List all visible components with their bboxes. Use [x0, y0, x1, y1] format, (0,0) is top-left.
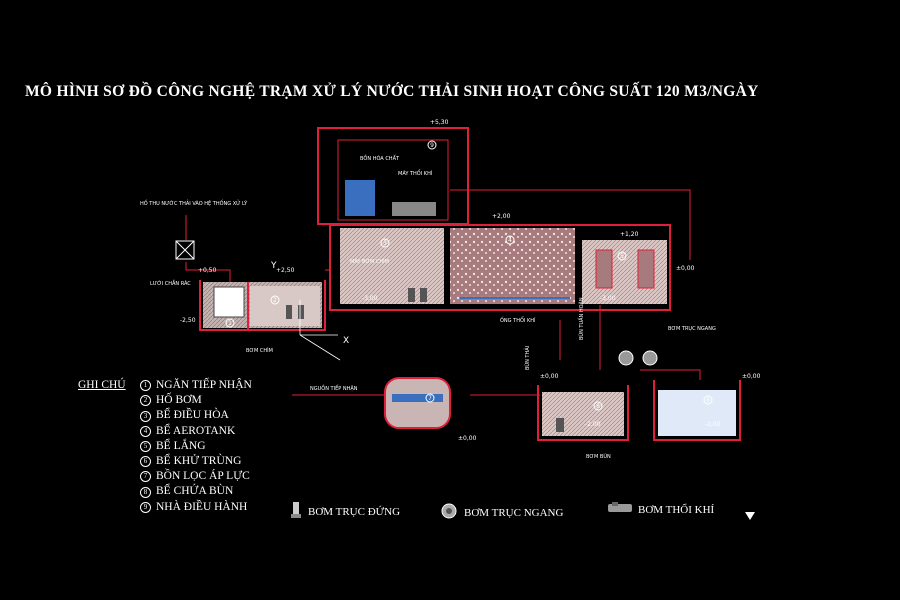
tank-number-7: 7: [425, 393, 435, 403]
axis-y-label: Y: [270, 261, 277, 271]
tank-number-9-text: 9: [430, 142, 434, 149]
tank-number-2: 2: [270, 295, 280, 305]
disinfection-tank: ±0,00 -2,00: [653, 373, 761, 441]
horiz-pump-note: BƠM TRỤC NGANG: [668, 326, 716, 332]
legend-num: 1: [140, 380, 151, 392]
horizontal-pumps: BƠM TRỤC NGANG: [618, 326, 716, 366]
chem-tank-label: BỒN HÓA CHẤT: [360, 153, 400, 162]
legend-item: 2 HỐ BƠM: [140, 393, 252, 408]
sludge-tank: ±0,00 -2,00 BƠM BÙN: [537, 373, 629, 460]
level-settle-bottom: -3,00: [600, 295, 616, 302]
waste-sludge-label: BÙN THẢI: [523, 346, 531, 370]
tank-number-3: 3: [380, 238, 390, 248]
legend-label: BỂ ĐIỀU HÒA: [156, 409, 229, 422]
tank-number-3-text: 3: [383, 240, 387, 247]
legend-item: 8 BỂ CHỨA BÙN: [140, 484, 252, 499]
level-sludge-ground: ±0,00: [540, 373, 559, 380]
legend-num: 9: [140, 501, 151, 513]
tank-number-8-text: 8: [596, 403, 600, 410]
legend-item: 6 BỂ KHỬ TRÙNG: [140, 454, 252, 469]
tank-number-1: 1: [225, 318, 235, 328]
inlet-label: HỐ THU NƯỚC THẢI VÀO HỆ THỐNG XỬ LÝ: [140, 199, 248, 207]
diagram-title: MÔ HÌNH SƠ ĐỒ CÔNG NGHỆ TRẠM XỬ LÝ NƯỚC …: [25, 83, 759, 100]
tank-number-1-text: 1: [228, 320, 232, 327]
legend-label: HỐ BƠM: [156, 394, 202, 407]
pressure-filter: NGUỒN TIẾP NHẬN ±0,00: [310, 377, 477, 442]
legend-item: 3 BỂ ĐIỀU HÒA: [140, 408, 252, 423]
outlet-label: NGUỒN TIẾP NHẬN: [310, 383, 358, 392]
legend-num: 7: [140, 471, 151, 483]
legend-item: 1 NGĂN TIẾP NHẬN: [140, 378, 252, 393]
legend-header: GHI CHÚ: [78, 379, 126, 391]
axis-markers: [299, 300, 341, 361]
tank-number-2-text: 2: [273, 297, 277, 304]
tank-number-9: 9: [427, 140, 437, 150]
tank-number-5-text: 5: [620, 253, 624, 260]
tank-number-6: 6: [703, 395, 713, 405]
legend-label: BỒN LỌC ÁP LỰC: [156, 470, 250, 483]
blower-label: BƠM THỔI KHÍ: [638, 503, 715, 516]
symbol-horizontal-pump: BƠM TRỤC NGANG: [440, 502, 563, 523]
legend-num: 5: [140, 440, 151, 452]
level-sludge-bottom: -2,00: [585, 421, 601, 428]
axis-x-label: X: [343, 336, 349, 346]
level-roof: +5,30: [430, 119, 449, 126]
legend-label: BỂ AEROTANK: [156, 424, 236, 437]
vertical-pump-label: BƠM TRỤC ĐỨNG: [308, 505, 401, 518]
level-eq-bottom: -3,00: [362, 295, 378, 302]
legend-item: 9 NHÀ ĐIỀU HÀNH: [140, 500, 252, 515]
level-tank-top: +2,00: [492, 213, 511, 220]
screen-label: LƯỚI CHẮN RÁC: [150, 279, 191, 287]
legend-num: 4: [140, 425, 151, 437]
tank-number-5: 5: [617, 251, 627, 261]
legend-label: NHÀ ĐIỀU HÀNH: [156, 500, 248, 513]
legend-item: 7 BỒN LỌC ÁP LỰC: [140, 469, 252, 484]
legend-num: 6: [140, 456, 151, 468]
main-treatment-block: MÁY BƠM CHÌM +2,00 +1,20 -3,00 -3,00 ±0,…: [329, 213, 695, 324]
legend-item: 5 BỂ LẮNG: [140, 439, 252, 454]
tank-numbers: 1 2 3 4 5 6 7 8 9: [225, 140, 713, 411]
piping: [292, 189, 701, 396]
pump-note: MÁY BƠM CHÌM: [350, 258, 389, 265]
vertical-pump-icon: [290, 502, 302, 521]
level-inlet-top: +0,50: [198, 267, 217, 274]
legend-label: BỂ LẮNG: [156, 439, 206, 452]
symbol-blower: BƠM THỔI KHÍ: [608, 502, 714, 517]
tank-number-4: 4: [505, 235, 515, 245]
aeration-pipe-label: ỐNG THỔI KHÍ: [500, 316, 536, 324]
level-settle-top: +1,20: [620, 231, 639, 238]
return-sludge-label: BÙN TUẦN HOÀN: [577, 297, 585, 340]
level-main-ground: ±0,00: [676, 265, 695, 272]
level-filter-ground: ±0,00: [458, 435, 477, 442]
legend-item: 4 BỂ AEROTANK: [140, 424, 252, 439]
inlet-pit: HỐ THU NƯỚC THẢI VÀO HỆ THỐNG XỬ LÝ LƯỚI…: [140, 199, 248, 287]
level-pump-top: +2,50: [276, 267, 295, 274]
symbol-vertical-pump: BƠM TRỤC ĐỨNG: [290, 502, 400, 521]
legend-num: 2: [140, 395, 151, 407]
sludge-pump-label: BƠM BÙN: [586, 453, 611, 460]
tank-number-7-text: 7: [428, 395, 432, 402]
legend-label: NGĂN TIẾP NHẬN: [156, 379, 252, 391]
legend-label: BỂ KHỬ TRÙNG: [156, 455, 242, 468]
control-house: BỒN HÓA CHẤT MÁY THỔI KHÍ +5,30: [317, 119, 469, 225]
legend-num: 3: [140, 410, 151, 422]
horizontal-pump-icon: [440, 502, 458, 523]
tank-number-8: 8: [593, 401, 603, 411]
level-disinf-bottom: -2,00: [705, 421, 721, 428]
legend-num: 8: [140, 486, 151, 498]
tank-number-6-text: 6: [706, 397, 710, 404]
submersible-label: BƠM CHÌM: [246, 347, 273, 354]
blower-icon: [608, 502, 632, 517]
blower-room-label: MÁY THỔI KHÍ: [398, 169, 433, 177]
level-disinf-ground: ±0,00: [742, 373, 761, 380]
level-inlet-bottom: -2,50: [180, 317, 196, 324]
horizontal-pump-label: BƠM TRỤC NGANG: [464, 506, 564, 519]
tank-number-4-text: 4: [508, 237, 512, 244]
legend-label: BỂ CHỨA BÙN: [156, 485, 234, 498]
level-marker-icon: [745, 507, 755, 525]
receiving-tank: +0,50 -2,50 +2,50 BƠM CHÌM: [180, 267, 326, 354]
